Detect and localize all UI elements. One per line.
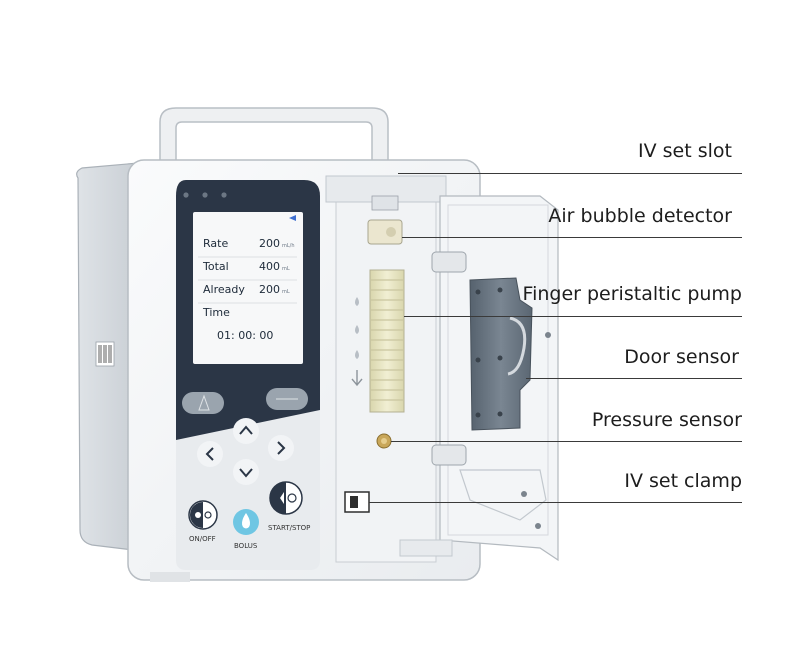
already-unit: mL bbox=[282, 289, 290, 295]
callout-door-sensor: Door sensor bbox=[624, 346, 739, 368]
drop-icon bbox=[242, 513, 250, 529]
callout-line-iv-set-slot bbox=[398, 173, 742, 174]
callout-iv-set-clamp: IV set clamp bbox=[624, 470, 742, 492]
callout-line-air-bubble-detector bbox=[402, 237, 742, 238]
callout-line-door-sensor bbox=[526, 378, 742, 379]
door-hinge bbox=[431, 251, 467, 273]
arrow-right-button[interactable] bbox=[268, 435, 294, 461]
indicator-light bbox=[183, 192, 189, 198]
total-unit: mL bbox=[282, 266, 290, 272]
barcode-label bbox=[95, 341, 115, 367]
carry-handle bbox=[159, 107, 389, 163]
time-label: Time bbox=[202, 306, 230, 319]
left-soft-key[interactable] bbox=[182, 392, 224, 414]
callout-pressure-sensor: Pressure sensor bbox=[591, 409, 742, 431]
rate-label: Rate bbox=[203, 237, 228, 250]
power-button[interactable] bbox=[188, 500, 218, 530]
battery-icon bbox=[289, 215, 296, 221]
onoff-label: ON/OFF bbox=[189, 535, 216, 543]
start-stop-button[interactable] bbox=[269, 481, 303, 515]
bolus-label: BOLUS bbox=[234, 542, 258, 550]
indicator-light bbox=[202, 192, 208, 198]
rate-value: 200 bbox=[259, 237, 280, 250]
callout-finger-peristaltic-pump: Finger peristaltic pump bbox=[522, 283, 742, 305]
indicator-light bbox=[221, 192, 227, 198]
door-sensor bbox=[507, 316, 527, 376]
iv-set-slot bbox=[371, 195, 399, 211]
mute-icon bbox=[198, 394, 210, 411]
arrow-up-button[interactable] bbox=[233, 418, 259, 444]
callout-line-pressure-sensor bbox=[391, 441, 742, 442]
callout-iv-set-slot: IV set slot bbox=[638, 140, 732, 162]
callout-line-iv-set-clamp bbox=[369, 502, 742, 503]
callout-air-bubble-detector: Air bubble detector bbox=[548, 205, 732, 227]
door-hinge bbox=[431, 444, 467, 466]
lcd-screen bbox=[193, 212, 303, 364]
bolus-button[interactable] bbox=[233, 509, 259, 535]
already-value: 200 bbox=[259, 283, 280, 296]
callout-line-finger-peristaltic-pump bbox=[404, 316, 742, 317]
rate-unit: mL/h bbox=[282, 243, 295, 249]
arrow-down-button[interactable] bbox=[233, 459, 259, 485]
arrow-left-button[interactable] bbox=[197, 441, 223, 467]
total-label: Total bbox=[202, 260, 229, 273]
already-label: Already bbox=[203, 283, 245, 296]
startstop-label: START/STOP bbox=[268, 524, 310, 532]
air-bubble-detector bbox=[367, 219, 403, 245]
total-value: 400 bbox=[259, 260, 280, 273]
time-value: 01: 00: 00 bbox=[217, 329, 273, 342]
peristaltic-fingers bbox=[369, 269, 405, 413]
